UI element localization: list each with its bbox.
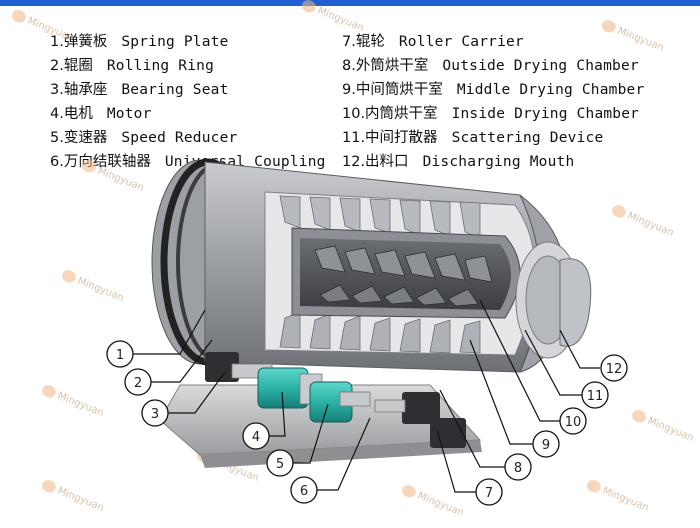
callout-10: 10 xyxy=(559,407,587,435)
drum-right-end xyxy=(515,194,592,373)
callout-3: 3 xyxy=(141,399,169,427)
svg-text:1: 1 xyxy=(116,348,124,363)
svg-text:2: 2 xyxy=(134,376,142,391)
callout-1: 1 xyxy=(106,340,134,368)
motor-assembly xyxy=(257,367,371,423)
svg-text:5: 5 xyxy=(276,457,284,472)
top-accent-bar xyxy=(0,0,700,6)
svg-text:4: 4 xyxy=(252,430,260,445)
svg-text:7: 7 xyxy=(485,486,493,501)
bearing-and-rollers xyxy=(205,352,466,448)
callout-12: 12 xyxy=(600,354,628,382)
callout-8: 8 xyxy=(504,453,532,481)
callout-6: 6 xyxy=(290,476,318,504)
callout-5: 5 xyxy=(266,449,294,477)
callout-markers: 1 2 3 4 5 6 7 8 9 10 11 12 xyxy=(106,340,628,506)
callout-4: 4 xyxy=(242,422,270,450)
callout-9: 9 xyxy=(532,430,560,458)
callout-2: 2 xyxy=(124,368,152,396)
svg-text:10: 10 xyxy=(565,415,582,430)
svg-text:12: 12 xyxy=(606,362,623,377)
callout-7: 7 xyxy=(475,478,503,506)
svg-text:3: 3 xyxy=(151,407,159,422)
callout-11: 11 xyxy=(581,381,609,409)
svg-text:9: 9 xyxy=(542,438,550,453)
svg-text:8: 8 xyxy=(514,461,522,476)
inner-chamber xyxy=(314,245,493,307)
svg-text:11: 11 xyxy=(587,389,604,404)
svg-text:6: 6 xyxy=(300,484,308,499)
